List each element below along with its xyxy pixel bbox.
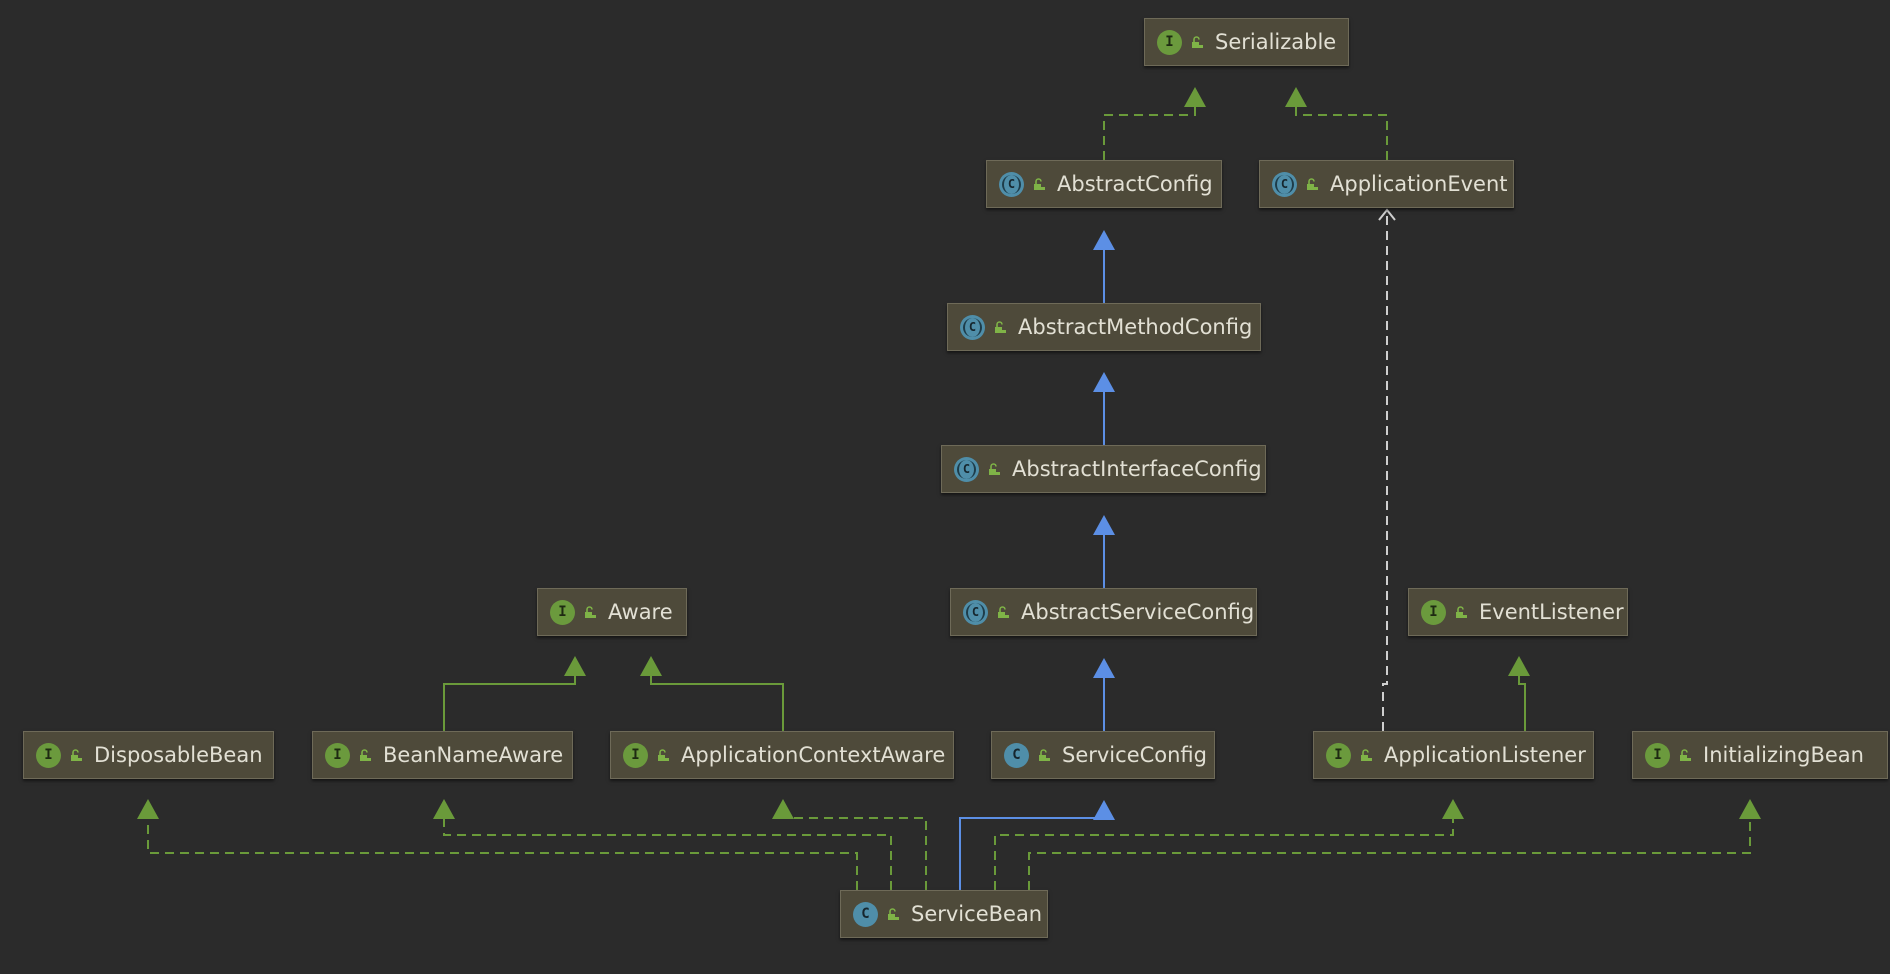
class-node-abstract-interface-config[interactable]: C AbstractInterfaceConfig <box>941 445 1266 493</box>
triangle-arrowhead-icon <box>1442 799 1464 819</box>
edge-abstract-service-config-to-abstract-interface-config <box>1093 515 1115 588</box>
public-lock-icon <box>1307 177 1318 190</box>
class-node-initializing-bean[interactable]: I InitializingBean <box>1632 731 1888 779</box>
class-node-service-bean[interactable]: C ServiceBean <box>840 890 1048 938</box>
edge-abstract-interface-config-to-abstract-method-config <box>1093 372 1115 445</box>
abstract-class-icon: C <box>954 456 979 482</box>
public-lock-icon <box>1192 35 1203 48</box>
edge-application-context-aware-to-aware <box>640 656 784 731</box>
class-node-disposable-bean[interactable]: I DisposableBean <box>23 731 274 779</box>
triangle-arrowhead-icon <box>1508 656 1530 676</box>
class-node-aware[interactable]: I Aware <box>537 588 687 636</box>
public-lock-icon <box>360 748 371 761</box>
class-name-label: AbstractInterfaceConfig <box>1012 457 1262 481</box>
edge-application-event-to-serializable <box>1285 87 1388 160</box>
public-lock-icon <box>71 748 82 761</box>
public-lock-icon <box>995 320 1006 333</box>
public-lock-icon <box>989 462 1000 475</box>
public-lock-icon <box>658 748 669 761</box>
class-name-label: ServiceConfig <box>1062 743 1207 767</box>
class-name-label: Aware <box>608 600 673 624</box>
abstract-class-icon: C <box>960 314 985 340</box>
interface-icon: I <box>550 599 575 625</box>
edge-abstract-config-to-serializable <box>1103 87 1206 160</box>
public-lock-icon <box>1680 748 1691 761</box>
triangle-arrowhead-icon <box>1093 515 1115 535</box>
class-name-label: DisposableBean <box>94 743 263 767</box>
interface-icon: I <box>1157 29 1182 55</box>
edge-service-bean-to-service-config <box>959 800 1115 890</box>
triangle-arrowhead-icon <box>433 799 455 819</box>
class-node-abstract-config[interactable]: C AbstractConfig <box>986 160 1222 208</box>
class-node-application-context-aware[interactable]: I ApplicationContextAware <box>610 731 954 779</box>
open-arrowhead-icon <box>1378 208 1396 221</box>
class-name-label: ServiceBean <box>911 902 1043 926</box>
public-lock-icon <box>1039 748 1050 761</box>
class-icon: C <box>1004 742 1029 768</box>
class-node-application-event[interactable]: C ApplicationEvent <box>1259 160 1514 208</box>
class-node-abstract-service-config[interactable]: C AbstractServiceConfig <box>950 588 1257 636</box>
edge-bean-name-aware-to-aware <box>443 656 586 731</box>
class-name-label: ApplicationContextAware <box>681 743 946 767</box>
class-node-application-listener[interactable]: I ApplicationListener <box>1313 731 1594 779</box>
interface-icon: I <box>1421 599 1446 625</box>
edge-service-config-to-abstract-service-config <box>1093 658 1115 731</box>
class-name-label: AbstractServiceConfig <box>1021 600 1255 624</box>
triangle-arrowhead-icon <box>1739 799 1761 819</box>
class-icon: C <box>853 901 878 927</box>
triangle-arrowhead-icon <box>1093 800 1115 820</box>
abstract-class-icon: C <box>999 171 1024 197</box>
class-node-event-listener[interactable]: I EventListener <box>1408 588 1628 636</box>
public-lock-icon <box>998 605 1009 618</box>
interface-icon: I <box>36 742 61 768</box>
class-name-label: ApplicationEvent <box>1330 172 1508 196</box>
triangle-arrowhead-icon <box>1285 87 1307 107</box>
abstract-class-icon: C <box>963 599 988 625</box>
triangle-arrowhead-icon <box>1184 87 1206 107</box>
interface-icon: I <box>623 742 648 768</box>
abstract-class-icon: C <box>1272 171 1297 197</box>
class-name-label: Serializable <box>1215 30 1337 54</box>
class-node-bean-name-aware[interactable]: I BeanNameAware <box>312 731 573 779</box>
edge-service-bean-to-application-listener <box>994 799 1464 890</box>
edge-service-bean-to-disposable-bean <box>137 799 858 890</box>
edge-service-bean-to-initializing-bean <box>1028 799 1761 890</box>
class-node-service-config[interactable]: C ServiceConfig <box>991 731 1215 779</box>
class-name-label: InitializingBean <box>1703 743 1864 767</box>
triangle-arrowhead-icon <box>1093 658 1115 678</box>
class-name-label: BeanNameAware <box>383 743 564 767</box>
public-lock-icon <box>888 907 899 920</box>
triangle-arrowhead-icon <box>137 799 159 819</box>
public-lock-icon <box>1034 177 1045 190</box>
edge-service-bean-to-application-context-aware <box>772 799 927 890</box>
interface-icon: I <box>1326 742 1351 768</box>
edge-application-listener-to-event-listener <box>1508 656 1530 731</box>
class-name-label: AbstractConfig <box>1057 172 1213 196</box>
edge-abstract-method-config-to-abstract-config <box>1093 230 1115 303</box>
edge-service-bean-to-bean-name-aware <box>433 799 892 890</box>
public-lock-icon <box>585 605 596 618</box>
triangle-arrowhead-icon <box>640 656 662 676</box>
triangle-arrowhead-icon <box>1093 230 1115 250</box>
triangle-arrowhead-icon <box>564 656 586 676</box>
class-node-serializable[interactable]: I Serializable <box>1144 18 1349 66</box>
class-name-label: EventListener <box>1479 600 1624 624</box>
class-name-label: AbstractMethodConfig <box>1018 315 1253 339</box>
public-lock-icon <box>1456 605 1467 618</box>
edge-application-listener-to-application-event <box>1378 208 1396 731</box>
class-node-abstract-method-config[interactable]: C AbstractMethodConfig <box>947 303 1261 351</box>
interface-icon: I <box>325 742 350 768</box>
triangle-arrowhead-icon <box>1093 372 1115 392</box>
interface-icon: I <box>1645 742 1670 768</box>
class-name-label: ApplicationListener <box>1384 743 1586 767</box>
public-lock-icon <box>1361 748 1372 761</box>
triangle-arrowhead-icon <box>772 799 794 819</box>
